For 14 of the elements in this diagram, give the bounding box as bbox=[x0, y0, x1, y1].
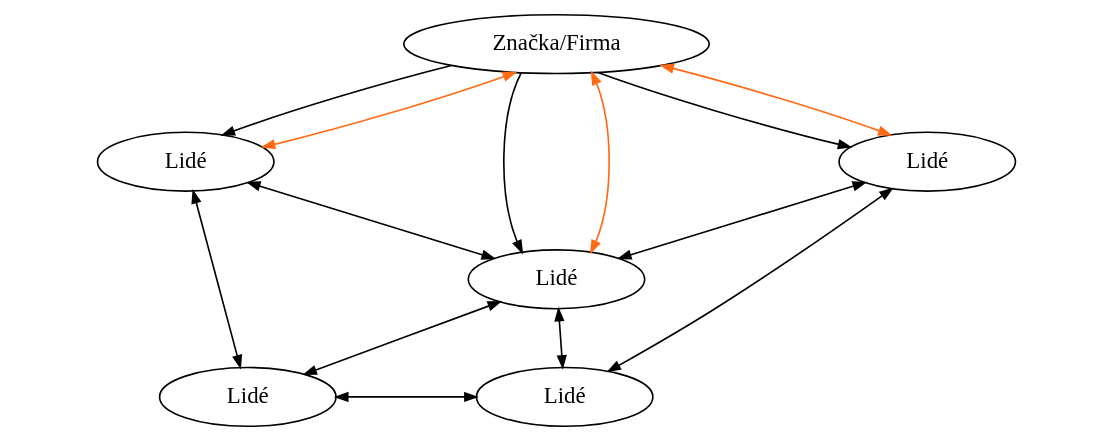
node-ellipse: Lidé bbox=[475, 366, 654, 428]
arrow bbox=[260, 71, 518, 150]
arrow bbox=[554, 306, 567, 370]
arrow bbox=[333, 391, 479, 403]
arrow bbox=[597, 71, 853, 150]
arrow bbox=[302, 301, 503, 376]
arrow bbox=[606, 187, 894, 373]
arrow bbox=[659, 63, 893, 136]
arrow bbox=[589, 70, 610, 255]
arrow bbox=[503, 72, 524, 255]
arrow bbox=[220, 64, 453, 136]
arrow bbox=[191, 188, 243, 370]
arrow bbox=[245, 181, 497, 260]
arrow bbox=[616, 181, 868, 260]
